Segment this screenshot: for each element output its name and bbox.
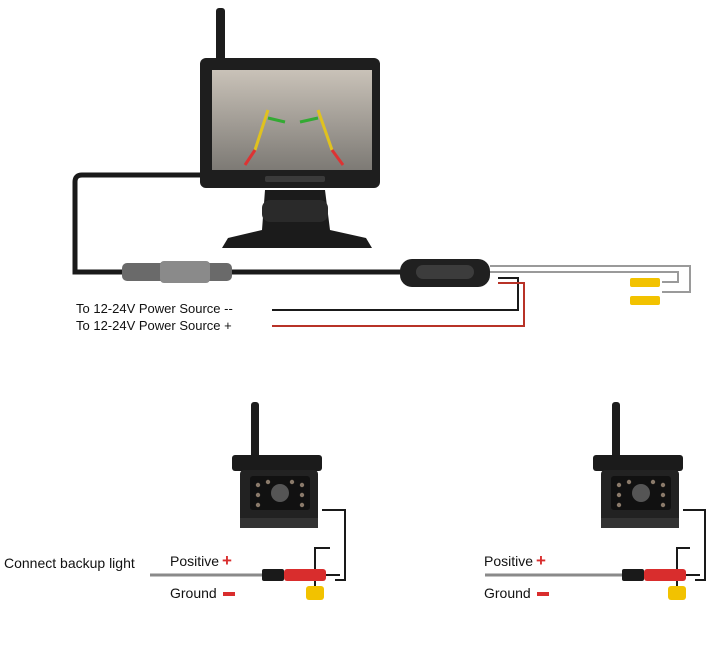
camera-1-wire bbox=[322, 509, 346, 581]
monitor-screen bbox=[212, 70, 372, 170]
power-wire-negative bbox=[272, 277, 519, 311]
cable-connector-grip bbox=[160, 261, 210, 283]
camera-2-rca bbox=[668, 586, 686, 600]
camera-2-ground-label: Ground bbox=[484, 585, 549, 601]
camera-1-power-plug-black bbox=[262, 569, 284, 581]
backup-light-label: Connect backup light bbox=[4, 555, 135, 571]
camera-2-power-plug-red bbox=[644, 569, 686, 581]
camera-2-plus-symbol: + bbox=[536, 551, 546, 570]
camera-2-visor bbox=[601, 518, 679, 528]
camera-2-positive-label: Positive+ bbox=[484, 551, 546, 571]
camera-1-minus-symbol bbox=[222, 592, 235, 597]
camera-2-wire bbox=[683, 509, 706, 581]
camera-1-antenna bbox=[251, 402, 259, 460]
camera-1-bracket bbox=[232, 455, 322, 471]
camera-1 bbox=[232, 402, 322, 528]
camera-1-visor bbox=[240, 518, 318, 528]
power-positive-label: To 12-24V Power Source + bbox=[76, 318, 232, 333]
monitor bbox=[200, 8, 380, 248]
power-negative-label: To 12-24V Power Source -- bbox=[76, 301, 233, 316]
camera-2 bbox=[593, 402, 683, 528]
monitor-mount-knob bbox=[262, 200, 328, 222]
camera-1-ground-text: Ground bbox=[170, 585, 217, 601]
camera-1-positive-text: Positive bbox=[170, 553, 220, 569]
monitor-button-strip bbox=[265, 176, 325, 182]
camera-2-minus-symbol bbox=[536, 592, 549, 597]
parking-guide-lines bbox=[243, 109, 345, 166]
camera-1-rca bbox=[306, 586, 324, 600]
camera-1-lens bbox=[271, 484, 289, 502]
camera-2-power-plug-black bbox=[622, 569, 644, 581]
grey-wire-lower bbox=[490, 271, 679, 283]
camera-1-positive-label: Positive+ bbox=[170, 551, 232, 571]
camera-2-ground-text: Ground bbox=[484, 585, 531, 601]
camera-2-positive-text: Positive bbox=[484, 553, 534, 569]
camera-2-ir-leds bbox=[616, 479, 666, 508]
camera-1-ir-leds bbox=[255, 479, 305, 508]
monitor-rca-connectors bbox=[630, 278, 660, 305]
camera-1-plus-symbol: + bbox=[222, 551, 232, 570]
splitter-box-highlight bbox=[416, 265, 474, 279]
camera-2-lens bbox=[632, 484, 650, 502]
monitor-antenna bbox=[216, 8, 225, 64]
camera-1-ground-label: Ground bbox=[170, 585, 235, 601]
grey-wire-upper bbox=[490, 265, 691, 293]
monitor-cable bbox=[72, 172, 200, 275]
power-wire-positive bbox=[272, 282, 525, 327]
camera-2-bracket bbox=[593, 455, 683, 471]
camera-1-power-plug-red bbox=[284, 569, 326, 581]
camera-2-antenna bbox=[612, 402, 620, 460]
